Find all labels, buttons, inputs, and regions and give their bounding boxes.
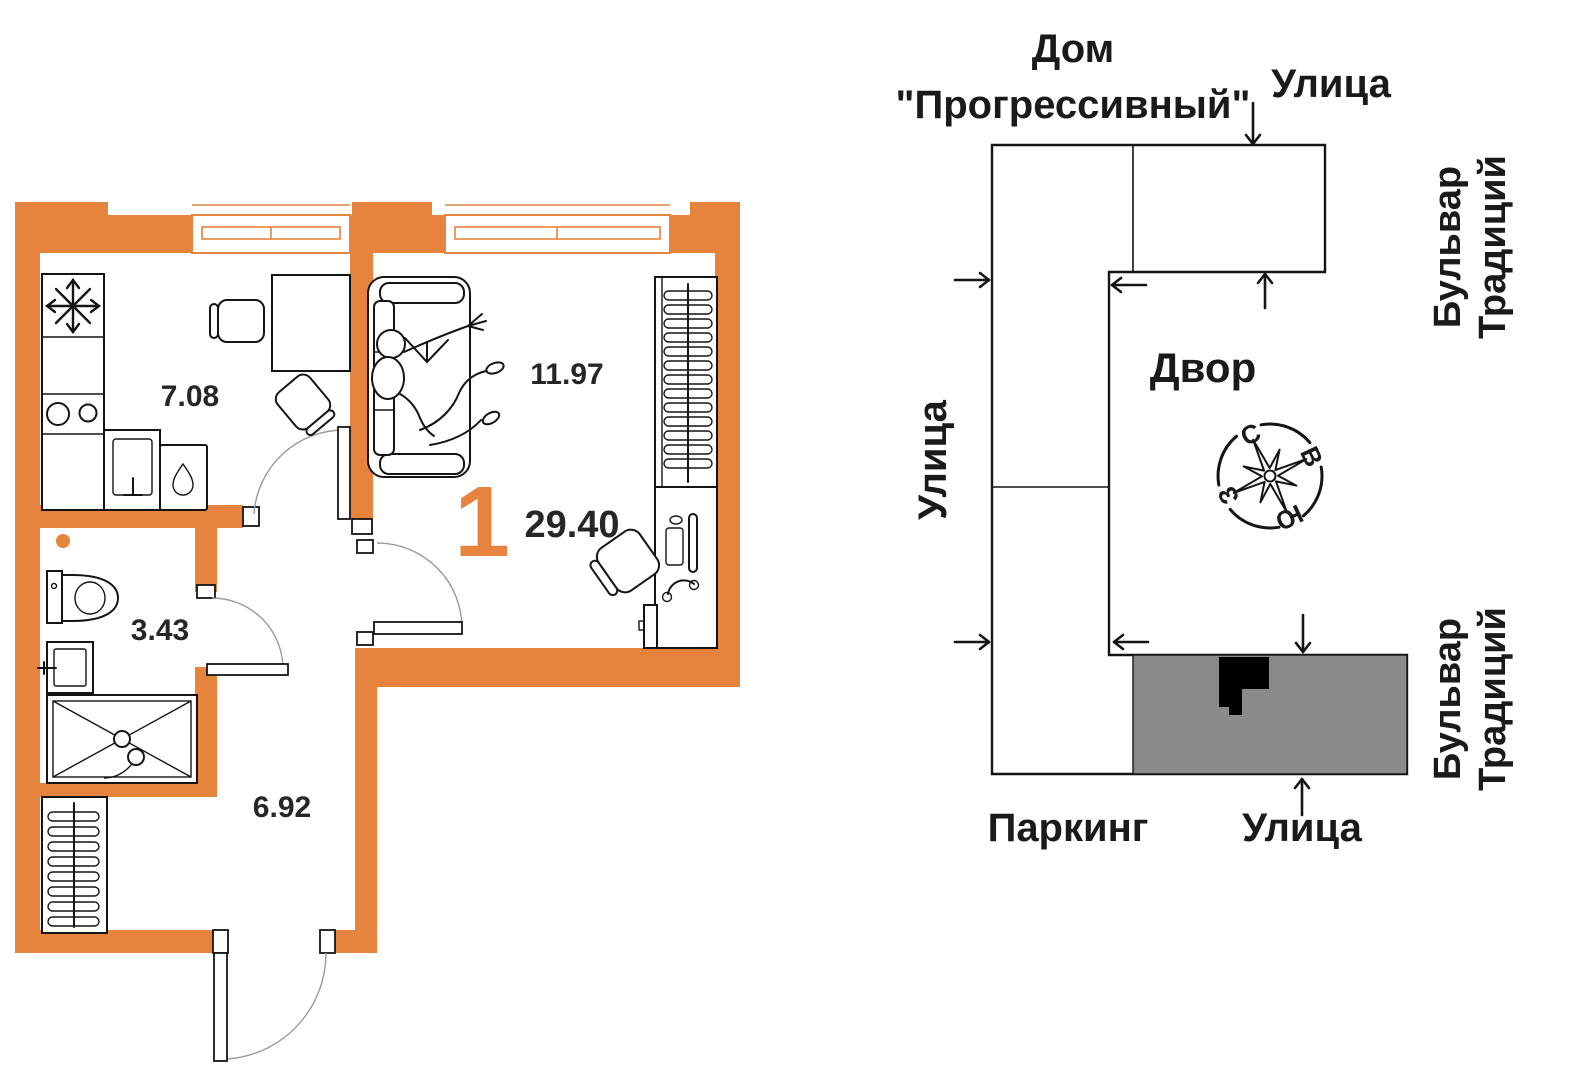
entrance-arrow-wing bbox=[1256, 272, 1274, 310]
kitchen-chair-2 bbox=[274, 373, 336, 437]
person-reading bbox=[371, 313, 505, 446]
house-name-line1: Дом bbox=[1032, 27, 1114, 71]
entrance-arrow-left-upper bbox=[953, 271, 991, 289]
building-outline bbox=[990, 143, 1409, 776]
stove bbox=[46, 402, 98, 426]
desk-chair bbox=[589, 528, 661, 597]
kitchen-table bbox=[271, 274, 351, 372]
wardrobe-living bbox=[654, 276, 718, 488]
headphones-icon bbox=[661, 579, 700, 603]
toilet bbox=[46, 570, 120, 624]
total-area-label: 29.40 bbox=[524, 504, 619, 546]
doors bbox=[196, 426, 463, 1062]
boulevard-bottom-word2: Традиций bbox=[1472, 607, 1514, 791]
compass-west: З bbox=[1211, 482, 1245, 509]
compass-east: В bbox=[1294, 442, 1329, 472]
house-name-line2: "Прогрессивный" bbox=[896, 83, 1251, 127]
bathroom-door bbox=[196, 584, 289, 676]
site-plan: С В Ю З Дом "Прогрессивный" У bbox=[896, 27, 1514, 850]
entrance-arrow-section-top bbox=[1294, 613, 1312, 654]
wardrobe-hallway bbox=[41, 796, 108, 934]
street-arrow-bottom bbox=[1293, 777, 1311, 817]
compass-south: Ю bbox=[1271, 498, 1308, 537]
boulevard-top-word2: Традиций bbox=[1472, 155, 1514, 339]
hallway-area-label: 6.92 bbox=[253, 791, 311, 824]
plumbing-riser-dot bbox=[56, 534, 70, 548]
boulevard-top-word1: Бульвар bbox=[1427, 166, 1469, 328]
compass-rose: С В Ю З bbox=[1211, 417, 1329, 537]
street-label-bottom: Улица bbox=[1242, 806, 1362, 850]
windows bbox=[191, 204, 671, 254]
parking-label: Паркинг bbox=[988, 806, 1149, 850]
bathroom-fixtures bbox=[37, 570, 198, 784]
kitchen-door bbox=[242, 426, 373, 535]
monitor bbox=[688, 513, 698, 573]
desk-drawer bbox=[643, 604, 658, 649]
living-room-door bbox=[356, 539, 463, 646]
living-area-label: 11.97 bbox=[530, 358, 603, 391]
apartment-location-marker bbox=[1219, 657, 1269, 715]
entry-door bbox=[212, 929, 336, 1062]
entrance-arrow-courtyard-lower bbox=[1112, 633, 1150, 651]
street-arrow-top bbox=[1244, 101, 1262, 146]
courtyard-label: Двор bbox=[1150, 344, 1257, 391]
dishwasher bbox=[159, 444, 208, 511]
kitchen-chair-1 bbox=[209, 299, 265, 343]
street-label-top: Улица bbox=[1271, 62, 1391, 106]
floor-plan: 7.08 11.97 3.43 6.92 1 29.40 bbox=[15, 202, 740, 1062]
entrance-arrow-courtyard-upper bbox=[1110, 276, 1148, 294]
boulevard-bottom-word1: Бульвар bbox=[1427, 618, 1469, 780]
fridge-snowflake-icon bbox=[45, 278, 101, 334]
bathroom-sink bbox=[37, 641, 94, 694]
kitchen-furniture bbox=[41, 273, 351, 511]
bathroom-area-label: 3.43 bbox=[131, 614, 189, 647]
kitchen-sink bbox=[103, 429, 161, 511]
kitchen-area-label: 7.08 bbox=[161, 380, 219, 413]
living-room-furniture bbox=[367, 276, 718, 649]
compass-north: С bbox=[1236, 417, 1266, 452]
rooms-count-label: 1 bbox=[454, 466, 510, 578]
shower bbox=[46, 694, 198, 784]
entrance-arrow-left-lower bbox=[953, 633, 991, 651]
street-label-left: Улица bbox=[911, 399, 955, 519]
building-section-highlight bbox=[1132, 654, 1408, 775]
direction-arrows bbox=[953, 101, 1312, 817]
